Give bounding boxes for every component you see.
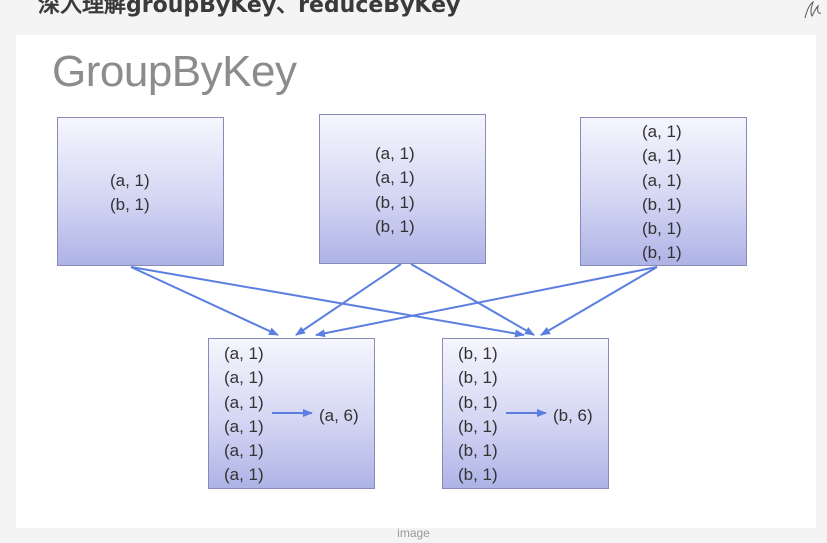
pair-label: (b, 1) xyxy=(642,219,682,239)
pair-label: (a, 1) xyxy=(642,122,682,141)
pair-label: (a, 1) xyxy=(224,368,264,388)
pair-label: (b, 1) xyxy=(642,243,682,263)
article-title: 深入理解groupByKey、reduceByKey xyxy=(38,0,461,18)
pair-label: (b, 1) xyxy=(110,195,150,215)
pair-label: (b, 1) xyxy=(375,192,415,212)
partition-box-1: (a, 1) (b, 1) xyxy=(57,117,224,266)
group-box-b: (b, 1) (b, 1) (b, 1) (b, 1) (b, 1) (b, 1… xyxy=(442,338,609,489)
arrow-line xyxy=(295,263,402,336)
pair-label: (b, 1) xyxy=(458,416,498,436)
diagram-figure: GroupByKey (a, 1) (b, 1) (a, 1) (a, 1) (… xyxy=(16,35,816,528)
pair-label: (a, 1) xyxy=(642,170,682,190)
pair-label: (a, 1) xyxy=(375,144,415,163)
group-box-a: (a, 1) (a, 1) (a, 1) (a, 1) (a, 1) (a, 1… xyxy=(208,338,375,489)
arrow-line xyxy=(315,266,658,338)
group-result-b: (b, 6) xyxy=(553,406,593,425)
pair-label: (b, 1) xyxy=(458,465,498,485)
signature-mark-icon xyxy=(804,0,822,19)
partition-box-3: (a, 1) (a, 1) (a, 1) (b, 1) (b, 1) (b, 1… xyxy=(580,117,747,266)
arrow-line xyxy=(540,266,658,336)
pair-label: (a, 1) xyxy=(375,168,415,188)
pair-label: (a, 1) xyxy=(224,465,264,485)
pair-label: (b, 1) xyxy=(642,194,682,214)
pair-label: (b, 1) xyxy=(375,216,415,236)
pair-label: (a, 1) xyxy=(224,416,264,436)
pair-label: (a, 1) xyxy=(224,344,264,363)
partition-box-2: (a, 1) (a, 1) (b, 1) (b, 1) xyxy=(319,114,486,264)
figure-caption: image xyxy=(397,526,430,540)
slide-title: GroupByKey xyxy=(52,47,297,96)
pair-label: (a, 1) xyxy=(110,171,150,190)
pair-label: (b, 1) xyxy=(458,392,498,412)
pair-label: (a, 1) xyxy=(642,146,682,166)
arrow-line xyxy=(130,266,279,336)
pair-label: (b, 1) xyxy=(458,344,498,363)
pair-label: (a, 1) xyxy=(224,392,264,412)
pair-label: (b, 1) xyxy=(458,368,498,388)
pair-label: (b, 1) xyxy=(458,441,498,461)
shuffle-arrows xyxy=(130,263,658,417)
arrow-line xyxy=(130,266,525,338)
pair-label: (a, 1) xyxy=(224,441,264,461)
group-result-a: (a, 6) xyxy=(319,406,359,425)
arrow-line xyxy=(410,263,535,336)
